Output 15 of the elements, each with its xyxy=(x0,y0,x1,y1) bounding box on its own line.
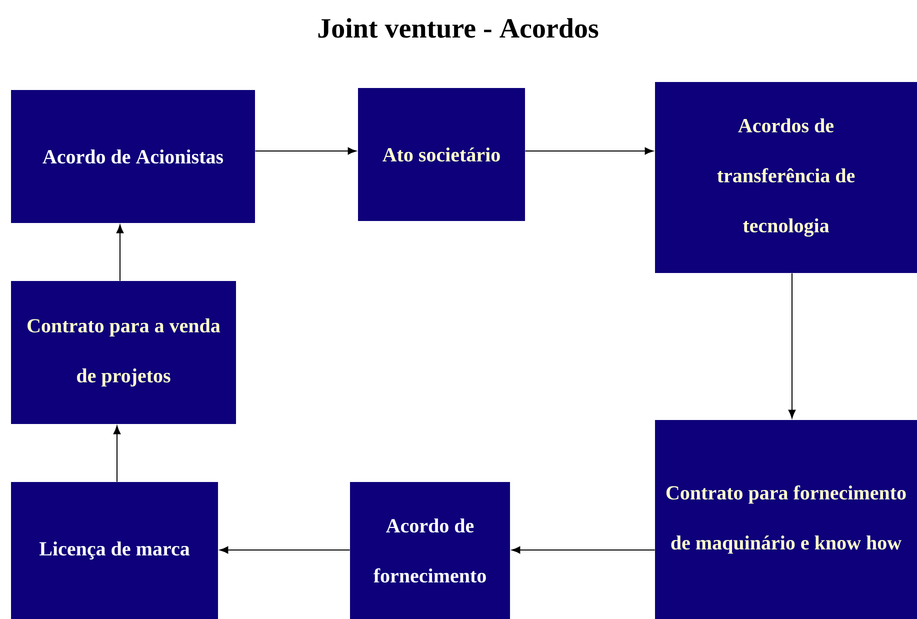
process-box: Acordo de Acionistas xyxy=(11,90,255,223)
arrow xyxy=(524,147,654,155)
arrow xyxy=(254,147,356,155)
process-box: Acordos de transferência de tecnologia xyxy=(655,82,917,273)
process-box: Acordo de fornecimento xyxy=(350,482,510,619)
arrow xyxy=(788,272,796,418)
arrow xyxy=(116,224,124,282)
process-box: Contrato para fornecimento de maquinário e know how xyxy=(655,420,917,619)
arrow xyxy=(220,546,350,554)
process-box: Contrato para a venda de projetos xyxy=(11,281,236,424)
title: Joint venture - Acordos xyxy=(318,18,598,38)
arrow xyxy=(512,546,656,554)
arrow xyxy=(113,426,121,482)
process-box: Ato societário xyxy=(358,88,525,221)
process-box: Licença de marca xyxy=(11,482,218,619)
